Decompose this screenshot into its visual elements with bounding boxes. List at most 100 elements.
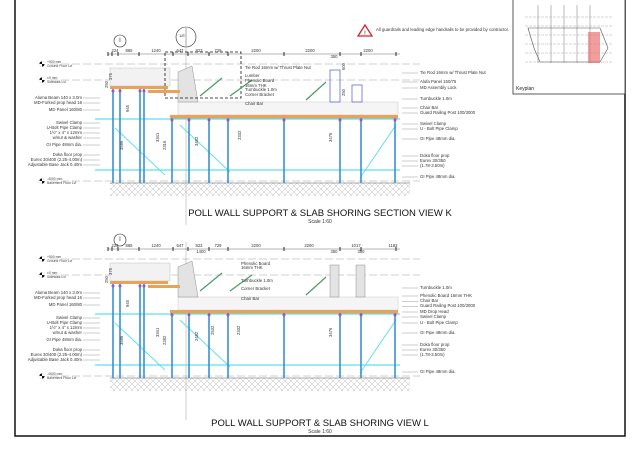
view-l-callout-label: MD Panel 160/80 [48, 301, 82, 307]
view-l-dimension-label: 1183 [388, 243, 398, 248]
view-l-dimension-label: 1240 [151, 243, 161, 248]
view-k-callout-label: 16mm THK [245, 82, 267, 88]
view-l-callout-label: Adjustable Base Jack 0.40m [27, 356, 82, 362]
view-k-swivel-clamp [226, 118, 230, 122]
view-k-callout-label: MD-Forked prop head 16 [33, 99, 82, 105]
view-k-callout-label: Chair Bar [420, 104, 439, 110]
view-k-dimension-label: 823 [195, 48, 203, 53]
view-k-level-value: +500 mm [47, 60, 62, 64]
view-l-vertical-dimension: 2332 [236, 325, 241, 335]
view-l-dimension-label: 350 [330, 249, 338, 254]
view-k-vertical-dimension: 375 [108, 73, 113, 80]
view-l-dimension-label: 1017 [351, 243, 361, 248]
view-l-level-value: -4000 mm [47, 372, 63, 376]
view-l-callout-label: Aluma Beam 140 x 3.0m [34, 289, 82, 295]
view-k-slab [177, 101, 399, 116]
view-l-callout-label: w/nut & washer [52, 329, 82, 335]
view-k-swivel-clamp [338, 118, 342, 122]
view-k-swivel-clamp [118, 89, 122, 93]
view-k-gi-pipe-brace [359, 124, 397, 179]
view-l-callout-label: Turnbuckle 1.0m [420, 284, 452, 290]
view-l-level-name: Basement Floor Lvl [47, 376, 77, 380]
view-l-vertical-dimension: 2482 [194, 331, 199, 341]
view-k-grid-bubble-I [113, 34, 127, 48]
view-k-ground-hatch [110, 183, 410, 196]
view-k-callout-label: Swivel Clamp [420, 120, 447, 126]
view-l-callout-label: Swivel Clamp [420, 313, 447, 319]
view-k-md-primary-beam [170, 115, 398, 119]
view-l-poll-wall [177, 260, 199, 298]
keyplan-highlight [588, 32, 600, 63]
view-l-dimension-label: 823 [195, 243, 203, 248]
view-l-swivel-clamp [282, 313, 286, 317]
view-l-md-primary-beam [170, 310, 398, 314]
view-k-callout-label: Tie Rod 16mm w/ Thrust Plate Nut [420, 69, 486, 75]
view-k-swivel-clamp [207, 118, 211, 122]
view-k-callout-label: U - Bolt Pipe Clamp [420, 125, 458, 131]
view-k-swivel-clamp [393, 118, 397, 122]
view-l-level-name: Sidewalk Lvl [47, 275, 66, 279]
view-k-vertical-dimension: 2332 [237, 130, 242, 140]
view-k-grid-bubble-label: 1/E [178, 33, 186, 38]
view-k-callout-label: Eurex 30/350 [420, 157, 446, 163]
view-k-scale: Scale 1:60 [308, 219, 332, 225]
view-k-callout-label: GI Pipe 48mm dia. [420, 173, 456, 179]
view-k-level-name: Ground Floor Lvl [47, 64, 73, 68]
view-k-sidewalk-slab [109, 67, 171, 87]
view-l-callout-label: MD Drop Head [420, 308, 449, 314]
view-l-swivel-clamp [138, 284, 142, 288]
view-k-poll-wall [177, 65, 199, 103]
view-l-vertical-dimension: 3476 [328, 327, 333, 337]
view-l-dimension-label: 647 [176, 243, 184, 248]
view-l-turnbuckle [229, 274, 253, 292]
view-k-dimension-label: 647 [176, 48, 184, 53]
view-k-callout-label: GI Pipe 48mm dia. [46, 141, 82, 147]
view-l-column [355, 264, 366, 298]
view-l-swivel-clamp [338, 313, 342, 317]
view-k-vertical-dimension: 3341 [155, 132, 160, 142]
view-k-swivel-clamp [187, 118, 191, 122]
view-l-callout-label: GI Pipe 48mm dia. [420, 329, 456, 335]
view-k-swivel-clamp [138, 89, 142, 93]
view-k-level-name: Basement Floor Lvl [47, 181, 77, 185]
view-l-sidewalk-slab [109, 262, 171, 282]
view-k-callout-label: GI Pipe 48mm dia. [420, 135, 456, 141]
view-l-turnbuckle [305, 276, 327, 296]
view-l-dimension-label: 1400 [196, 249, 206, 254]
view-k-vertical-dimension: 600 [341, 63, 346, 70]
view-k-aluma-beam [110, 86, 168, 89]
view-l-vertical-dimension: 250 [104, 276, 109, 283]
view-l-vertical-dimension: 375 [108, 268, 113, 275]
view-l-turnbuckle [199, 272, 223, 292]
view-k-callout-label: MD Panel 160/80 [48, 106, 82, 112]
view-k-dimension-label: 729 [214, 48, 222, 53]
view-l-swivel-clamp [207, 313, 211, 317]
view-k-dimension-label: 2200 [363, 48, 373, 53]
view-k-callout-label: Chair Bar [245, 100, 264, 106]
view-l-vertical-dimension: 2282 [162, 335, 167, 345]
view-l-vertical-dimension: 2532 [210, 325, 215, 335]
view-l-callout-label: 1½" x 4" x 12mm [49, 324, 82, 330]
view-l-swivel-clamp [111, 284, 115, 288]
view-k-callout-label: w/nut & washer [52, 134, 82, 140]
view-l-swivel-clamp [226, 313, 230, 317]
view-l-gi-pipe-brace [359, 319, 397, 374]
view-l-aluma-beam [110, 281, 168, 284]
view-l-callout-label: (1.78-3.50m) [420, 351, 445, 357]
view-k-swivel-clamp [170, 118, 174, 122]
view-k-callout-label: U-Bolt Pipe Clamp [46, 124, 82, 130]
view-l-dimension-label: 729 [214, 243, 222, 248]
view-l-swivel-clamp [393, 313, 397, 317]
view-k-callout-label: Adjustable Base Jack 0.40m [27, 161, 82, 167]
view-l-callout-label: Corner Bracket [241, 285, 270, 291]
view-k-callout-label: Corner Bracket [245, 91, 274, 97]
view-l-vertical-dimension: 3596 [119, 335, 124, 345]
view-k-turnbuckle [305, 81, 327, 101]
view-l-swivel-clamp [118, 284, 122, 288]
view-l-callout-label: Swivel Clamp [55, 314, 82, 320]
view-l-callout-label: Chair Bar [241, 295, 260, 301]
view-l-callout-label: Guard Railing Post 100/3000 [420, 303, 476, 309]
view-k-vertical-dimension: 945 [125, 105, 130, 112]
